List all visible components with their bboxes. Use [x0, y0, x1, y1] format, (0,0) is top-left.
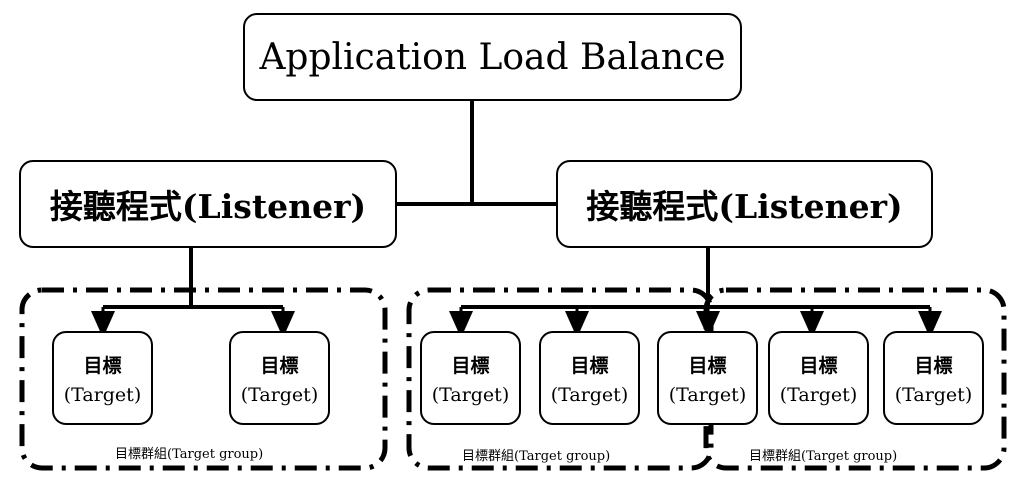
target-name: 目標: [799, 354, 838, 377]
listener-node-right: 接聽程式(Listener): [556, 160, 933, 248]
listener-label: 接聽程式(Listener): [586, 187, 903, 226]
target-node: 目標 (Target): [768, 331, 869, 425]
target-node: 目標 (Target): [657, 331, 758, 425]
load-balancer-node: Application Load Balance: [243, 13, 742, 101]
target-sub: (Target): [63, 383, 142, 406]
target-sub: (Target): [668, 383, 747, 406]
target-sub: (Target): [550, 383, 629, 406]
target-node: 目標 (Target): [420, 331, 521, 425]
target-sub: (Target): [240, 383, 319, 406]
target-node: 目標 (Target): [52, 331, 153, 425]
target-node: 目標 (Target): [539, 331, 640, 425]
target-sub: (Target): [431, 383, 510, 406]
target-sub: (Target): [894, 383, 973, 406]
target-group-label: 目標群組(Target group): [462, 449, 611, 464]
listener-label: 接聽程式(Listener): [49, 187, 367, 226]
load-balancer-label: Application Load Balance: [259, 36, 726, 78]
target-group-container-3: [703, 287, 1007, 471]
target-sub: (Target): [779, 383, 858, 406]
target-group-label: 目標群組(Target group): [749, 449, 898, 464]
target-name: 目標: [83, 354, 122, 377]
target-name: 目標: [688, 354, 727, 377]
target-name: 目標: [451, 354, 490, 377]
target-name: 目標: [260, 354, 299, 377]
target-node: 目標 (Target): [229, 331, 330, 425]
target-group-label: 目標群組(Target group): [115, 447, 264, 462]
listener-node-left: 接聽程式(Listener): [19, 160, 397, 248]
target-node: 目標 (Target): [883, 331, 984, 425]
target-name: 目標: [570, 354, 609, 377]
target-name: 目標: [914, 354, 953, 377]
